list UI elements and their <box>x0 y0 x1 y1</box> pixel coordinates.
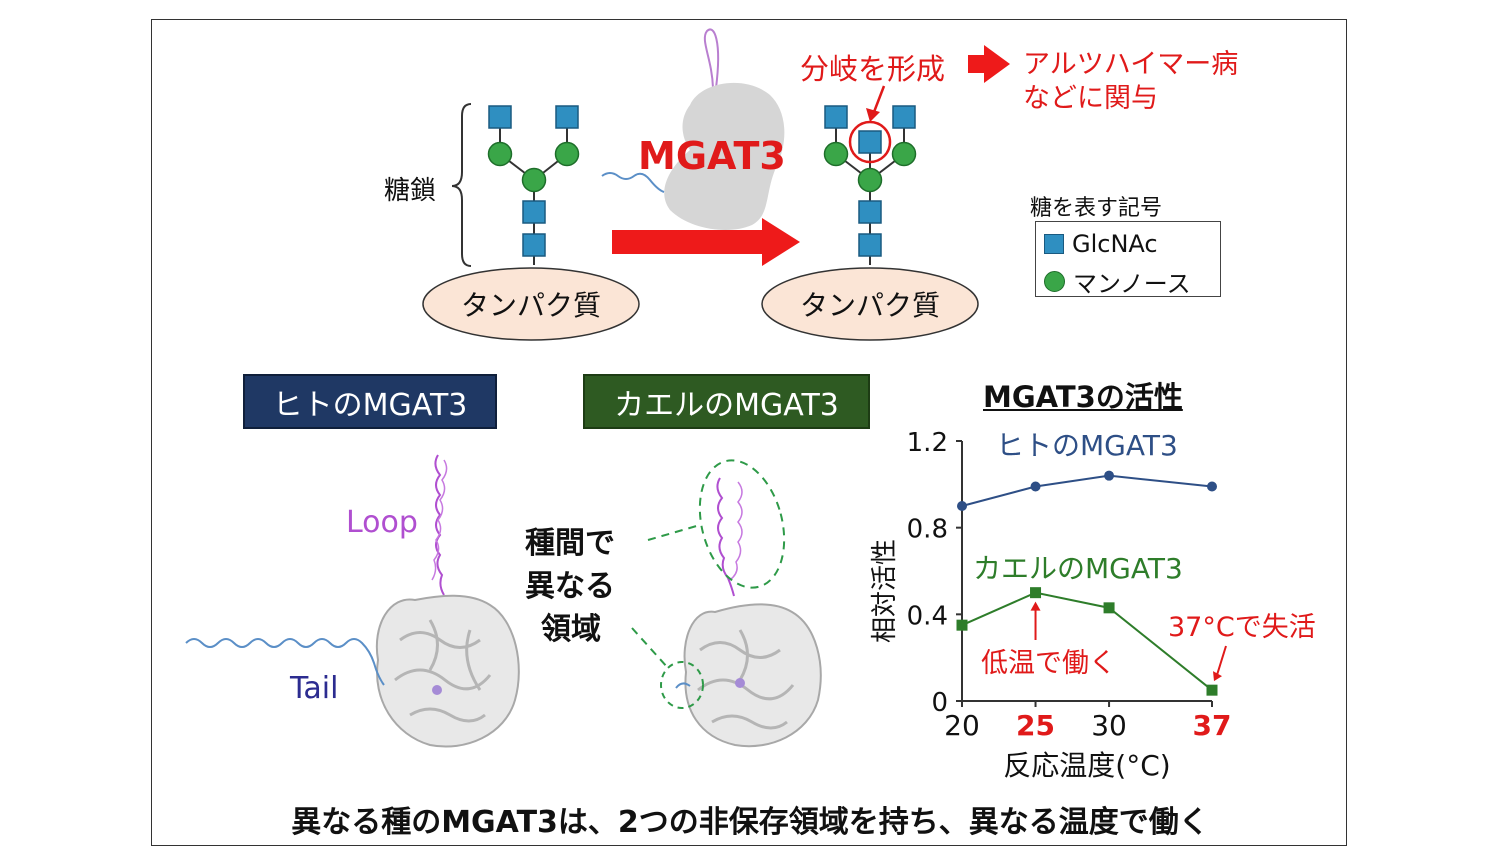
data-point <box>956 619 968 631</box>
annotation-inactivation: 37°Cで失活 <box>1168 612 1316 643</box>
disease-line2: などに関与 <box>1023 83 1158 114</box>
disease-line1: アルツハイマー病 <box>1023 49 1239 80</box>
glcnac-square-icon <box>824 105 848 129</box>
series-label-frog: カエルのMGAT3 <box>973 552 1183 585</box>
glcnac-square-icon <box>555 105 579 129</box>
glcnac-square-icon <box>522 200 546 224</box>
glcnac-square-icon <box>488 105 512 129</box>
mannose-circle-icon <box>554 141 580 167</box>
glycan-left <box>487 105 580 265</box>
data-point <box>1207 481 1217 492</box>
diff-line1: 種間で <box>525 526 615 561</box>
caption: 異なる種のMGAT3は、2つの非保存領域を持ち、異なる温度で働く <box>291 805 1209 840</box>
brace <box>451 103 472 267</box>
loop-region-ellipse <box>698 459 786 589</box>
mannose-circle-icon <box>857 167 883 193</box>
branch-pointer-arrow <box>872 85 886 113</box>
tail-region-ellipse <box>660 661 704 709</box>
annotation-low-temp: 低温で働く <box>981 648 1116 679</box>
x-tick-label: 37 <box>1193 709 1232 742</box>
legend-item-glcnac: GlcNAc <box>1044 230 1158 258</box>
series-label-human: ヒトのMGAT3 <box>996 429 1178 462</box>
figure-frame <box>151 19 1347 846</box>
mannose-circle-icon <box>487 141 513 167</box>
chart-title: MGAT3の活性 <box>983 380 1183 414</box>
glycan-label: 糖鎖 <box>384 176 437 206</box>
y-tick-label: 1.2 <box>907 428 948 458</box>
reaction-arrow <box>612 230 762 254</box>
protein-label-left: タンパク質 <box>460 289 601 322</box>
protein-ellipse-right <box>761 267 979 341</box>
square-icon <box>1044 234 1064 254</box>
data-point <box>1030 481 1041 492</box>
mannose-circle-icon <box>891 141 917 167</box>
enzyme-name: MGAT3 <box>638 134 786 178</box>
x-tick-label: 30 <box>1091 709 1127 742</box>
protein-ellipse-left <box>422 267 640 341</box>
x-axis-label: 反応温度(°C) <box>1003 749 1170 782</box>
diff-line3: 領域 <box>541 612 601 647</box>
data-point <box>957 501 967 511</box>
glycan-right <box>823 105 917 265</box>
human-title-badge: ヒトのMGAT3 <box>243 374 497 429</box>
legend-title: 糖を表す記号 <box>1030 196 1163 221</box>
glcnac-square-icon <box>858 200 882 224</box>
data-point <box>1030 587 1042 599</box>
mannose-circle-icon <box>521 167 547 193</box>
protein-label-right: タンパク質 <box>799 289 940 322</box>
data-point <box>1104 470 1115 481</box>
y-axis-label: 相対活性 <box>870 539 900 643</box>
circle-icon <box>1044 271 1065 292</box>
annotation-arrowhead <box>1030 601 1041 611</box>
annotation-arrow <box>1215 645 1227 679</box>
series-line <box>961 591 1213 691</box>
frog-structure <box>631 459 822 748</box>
frog-title-badge: カエルのMGAT3 <box>583 374 870 429</box>
diff-line2: 異なる <box>525 569 615 604</box>
annotation-arrowhead <box>1213 671 1222 682</box>
disease-arrow <box>968 55 984 73</box>
y-tick-label: 0.4 <box>907 601 948 631</box>
glcnac-square-icon <box>522 233 546 257</box>
data-point <box>1103 602 1115 614</box>
glcnac-square-icon <box>858 233 882 257</box>
human-structure <box>185 454 520 748</box>
branch-note: 分岐を形成 <box>800 52 946 86</box>
glcnac-square-icon <box>892 105 916 129</box>
legend-label: マンノース <box>1073 270 1191 298</box>
mannose-circle-icon <box>823 141 849 167</box>
tail-label: Tail <box>290 671 339 706</box>
x-tick-label: 20 <box>944 709 980 742</box>
y-tick-label: 0.8 <box>907 515 948 545</box>
enzyme-blob <box>601 28 785 231</box>
legend-item-mannose: マンノース <box>1044 264 1191 299</box>
legend-label: GlcNAc <box>1072 230 1158 258</box>
y-tick-label: 0 <box>931 688 948 718</box>
x-tick-label: 25 <box>1016 709 1055 742</box>
series-line <box>961 474 1213 507</box>
data-point <box>1206 684 1218 696</box>
bisecting-glcnac-square-icon <box>858 130 882 154</box>
legend-box: GlcNAc マンノース <box>1035 221 1221 299</box>
loop-label: Loop <box>346 505 418 540</box>
